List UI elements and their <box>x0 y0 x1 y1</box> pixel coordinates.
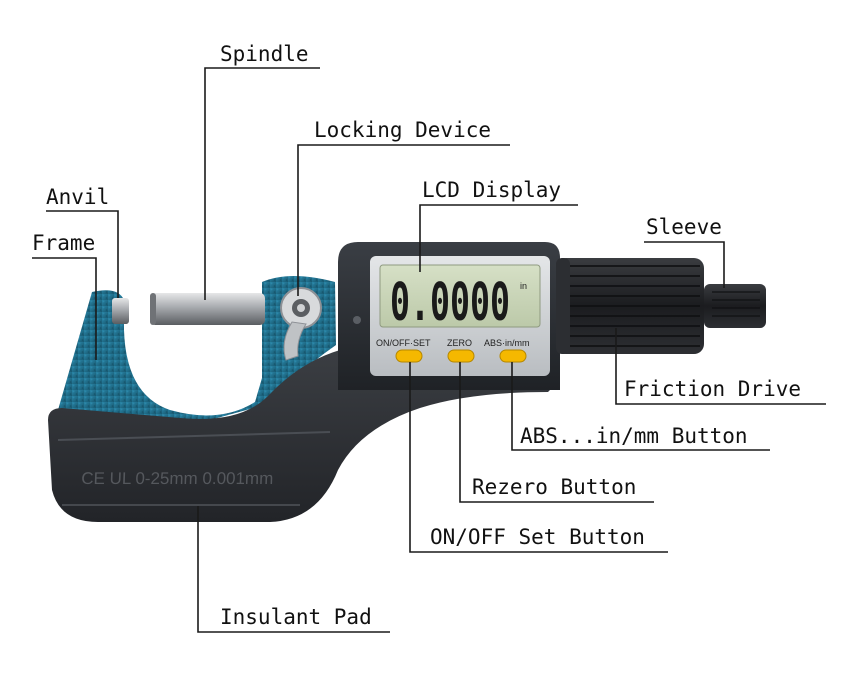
callout-lines <box>32 67 826 633</box>
locking-device[interactable] <box>280 287 322 361</box>
label-frame: Frame <box>32 231 95 255</box>
label-spindle: Spindle <box>220 42 309 66</box>
sleeve[interactable] <box>704 284 766 328</box>
label-abs-button: ABS...in/mm Button <box>520 424 748 448</box>
zero-button-label: ZERO <box>447 338 472 348</box>
onoff-button-label: ON/OFF·SET <box>376 338 431 348</box>
label-sleeve: Sleeve <box>646 215 722 239</box>
lock-lever-icon <box>283 321 307 361</box>
zero-button[interactable] <box>447 349 475 363</box>
spindle <box>150 293 265 325</box>
anvil <box>112 298 129 324</box>
abs-button-label: ABS·in/mm <box>484 338 530 348</box>
label-insulant-pad: Insulant Pad <box>220 605 372 629</box>
micrometer: CE UL 0-25mm 0.001mm 0.0000 in ON/OFF·SE… <box>48 242 766 522</box>
onoff-set-button[interactable] <box>395 349 423 363</box>
label-rezero-button: Rezero Button <box>472 475 636 499</box>
pad-engraving: CE UL 0-25mm 0.001mm <box>81 469 274 488</box>
lcd-reading: 0.0000 <box>390 273 510 333</box>
lcd-unit: in <box>520 281 527 291</box>
label-locking-device: Locking Device <box>314 118 491 142</box>
callout-labels: Spindle Locking Device Anvil Frame LCD D… <box>32 42 801 629</box>
frame <box>58 276 336 425</box>
label-anvil: Anvil <box>46 185 109 209</box>
label-onoff-button: ON/OFF Set Button <box>430 525 645 549</box>
label-lcd-display: LCD Display <box>422 178 561 202</box>
abs-in-mm-button[interactable] <box>499 349 527 363</box>
label-friction-drive: Friction Drive <box>624 377 801 401</box>
insulant-pad <box>48 350 560 522</box>
lcd-display <box>379 264 541 328</box>
